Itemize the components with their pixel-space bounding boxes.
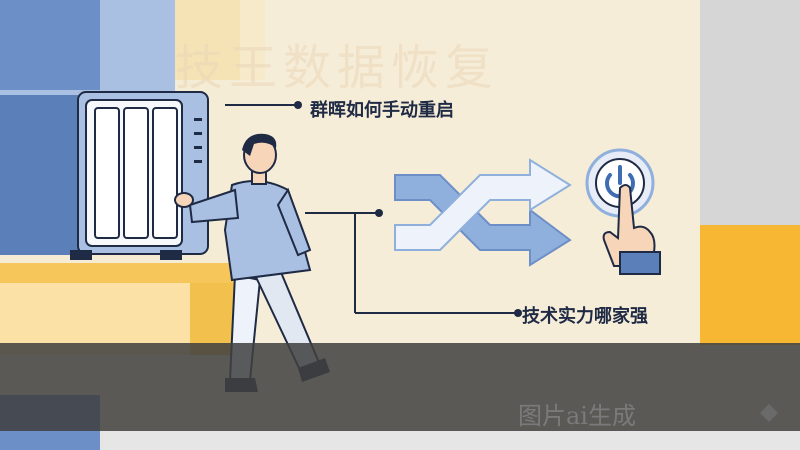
callout-label-bottom: 技术实力哪家强: [522, 306, 648, 327]
nas-device-icon: [0, 91, 209, 260]
footer-caption: 图片ai生成: [518, 402, 636, 430]
callout-connector-bottom: [305, 209, 522, 317]
shuffle-arrows-icon: [394, 158, 572, 267]
callout-label-top: 群晖如何手动重启: [310, 100, 454, 121]
caption-overlay: [0, 343, 800, 431]
callout-connector-top: [225, 101, 302, 109]
diamond-icon: [760, 404, 778, 422]
pointing-hand-icon: [602, 184, 661, 275]
heading-watermark: 技王数据恢复: [175, 40, 500, 96]
